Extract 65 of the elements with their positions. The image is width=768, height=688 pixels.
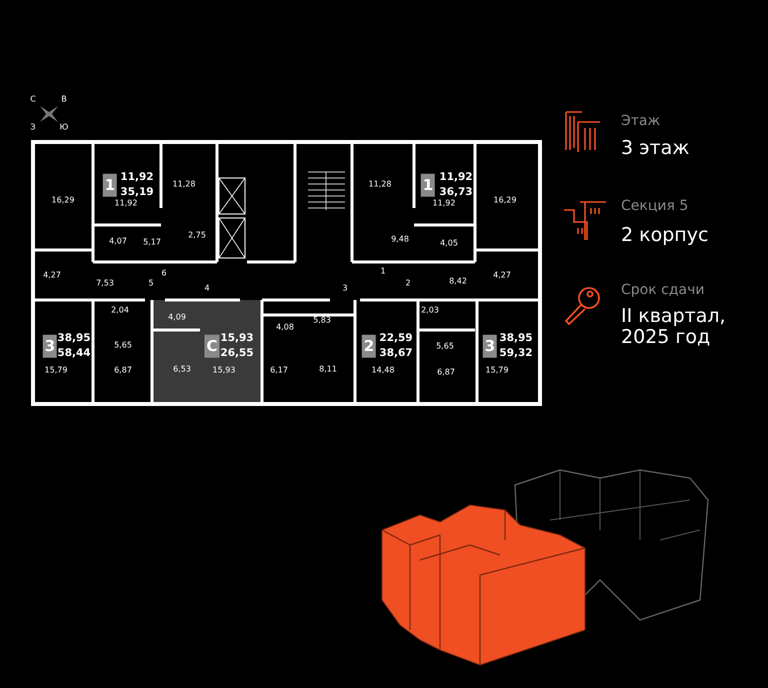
room-area: 11,28 bbox=[172, 180, 196, 190]
room-area: 4,07 bbox=[109, 238, 127, 246]
apartment-area: 35,19 bbox=[120, 187, 154, 199]
room-area: 6,87 bbox=[114, 366, 132, 376]
room-area: 11,92 bbox=[114, 200, 138, 208]
room-area: 5,65 bbox=[436, 342, 454, 352]
room-count-tag: 1 bbox=[102, 174, 118, 196]
room-area: 2,03 bbox=[421, 306, 439, 316]
room-count-tag: С bbox=[204, 334, 220, 358]
room-area: 4,27 bbox=[43, 272, 61, 280]
compass-letter: С bbox=[30, 96, 36, 104]
room-area: 2,04 bbox=[111, 306, 129, 316]
apartment-area: 38,95 bbox=[57, 333, 91, 345]
room-area: 6,17 bbox=[270, 366, 288, 376]
room-count-tag: 3 bbox=[482, 334, 498, 358]
room-area: 14,48 bbox=[372, 366, 394, 376]
apartment-area: 15,93 bbox=[220, 333, 254, 345]
compass-letter: З bbox=[30, 124, 36, 132]
apartment-area: 11,92 bbox=[439, 172, 473, 184]
room-area: 9,48 bbox=[391, 236, 409, 244]
room-area: 6 bbox=[161, 270, 167, 278]
room-area: 3 bbox=[342, 284, 348, 294]
info-heading: Секция 5 bbox=[621, 199, 688, 214]
room-area: 5,65 bbox=[114, 342, 132, 350]
apartment-area: 58,44 bbox=[57, 348, 91, 360]
room-area: 1 bbox=[380, 268, 386, 276]
room-area: 4,27 bbox=[493, 272, 511, 280]
room-area: 4,05 bbox=[440, 240, 458, 248]
apartment-area: 36,73 bbox=[439, 187, 473, 199]
room-area: 8,11 bbox=[319, 366, 337, 374]
room-count-tag: 3 bbox=[42, 334, 58, 358]
room-area: 2 bbox=[405, 280, 411, 288]
info-heading: Срок сдачи bbox=[621, 283, 704, 298]
room-area: 11,92 bbox=[432, 200, 456, 208]
room-area: 11,28 bbox=[368, 180, 392, 190]
room-area: 2,75 bbox=[188, 232, 206, 240]
compass-letter: Ю bbox=[60, 124, 68, 132]
room-area: 4,09 bbox=[168, 314, 186, 322]
room-area: 16,29 bbox=[52, 196, 74, 206]
room-area: 16,29 bbox=[494, 196, 516, 206]
room-area: 6,87 bbox=[437, 368, 455, 378]
info-value: 3 этаж bbox=[621, 138, 690, 159]
room-area: 8,42 bbox=[449, 278, 467, 286]
apartment-area: 26,55 bbox=[220, 348, 254, 360]
compass-letter: В bbox=[61, 96, 67, 104]
apartment-area: 59,32 bbox=[499, 348, 533, 360]
room-area: 6,53 bbox=[173, 366, 191, 374]
room-count-tag: 2 bbox=[362, 334, 376, 358]
info-heading: Этаж bbox=[621, 114, 660, 130]
room-area: 15,79 bbox=[44, 366, 68, 376]
info-value: 2 корпус bbox=[621, 225, 708, 246]
room-area: 5,17 bbox=[143, 238, 161, 248]
room-area: 5 bbox=[148, 280, 154, 288]
apartment-area: 11,92 bbox=[120, 172, 154, 184]
room-area: 5,83 bbox=[313, 316, 331, 326]
info-value: II квартал, 2025 год bbox=[621, 306, 727, 348]
room-count-tag: 1 bbox=[420, 174, 436, 196]
room-area: 4,08 bbox=[276, 324, 294, 332]
room-area: 15,79 bbox=[486, 366, 508, 376]
apartment-area: 38,67 bbox=[379, 348, 413, 360]
room-area: 4 bbox=[204, 284, 210, 294]
apartment-area: 38,95 bbox=[499, 333, 533, 345]
apartment-area: 22,59 bbox=[379, 333, 413, 345]
room-area: 7,53 bbox=[96, 280, 114, 288]
room-area: 15,93 bbox=[212, 366, 236, 376]
